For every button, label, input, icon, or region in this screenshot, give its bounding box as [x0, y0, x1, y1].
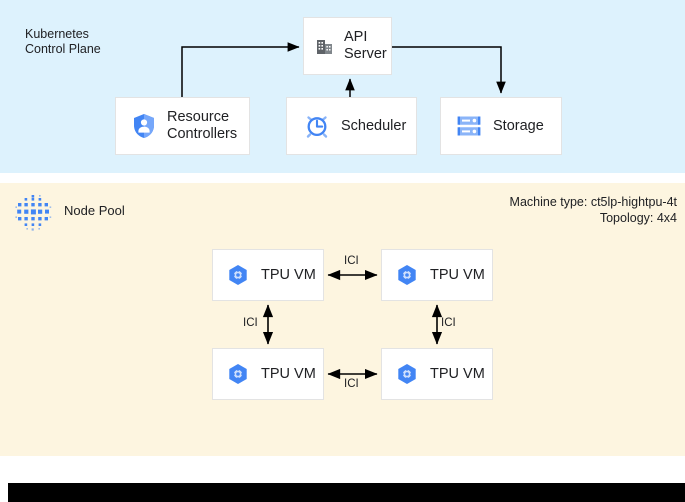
node-api-server[interactable]: API Server	[303, 17, 392, 75]
alarm-clock-icon	[304, 113, 330, 139]
shield-person-icon	[132, 113, 156, 139]
control-plane-label: Kubernetes Control Plane	[25, 27, 101, 56]
node-scheduler-label: Scheduler	[341, 117, 407, 134]
tpu-vm-top-left-label: TPU VM	[261, 267, 316, 283]
tpu-vm-top-right[interactable]: TPU VM	[381, 249, 493, 301]
tpu-vm-bottom-left[interactable]: TPU VM	[212, 348, 324, 400]
tpu-chip-icon	[227, 363, 249, 385]
node-api-server-label: API Server	[344, 29, 387, 62]
tpu-vm-bottom-left-label: TPU VM	[261, 366, 316, 382]
node-resource-controllers-label: Resource Controllers	[167, 109, 238, 142]
tpu-vm-top-left[interactable]: TPU VM	[212, 249, 324, 301]
bottom-bar	[8, 483, 685, 502]
node-storage[interactable]: Storage	[440, 97, 562, 155]
node-scheduler[interactable]: Scheduler	[286, 97, 417, 155]
tpu-chip-icon	[227, 264, 249, 286]
node-cluster-icon	[13, 192, 55, 234]
machine-type-text: Machine type: ct5lp-hightpu-4t	[509, 195, 677, 209]
node-pool-panel	[0, 183, 685, 456]
ici-label-left: ICI	[243, 317, 258, 329]
node-pool-label: Node Pool	[64, 203, 125, 218]
tpu-vm-top-right-label: TPU VM	[430, 267, 485, 283]
tpu-vm-bottom-right-label: TPU VM	[430, 366, 485, 382]
tpu-vm-bottom-right[interactable]: TPU VM	[381, 348, 493, 400]
topology-text: Topology: 4x4	[599, 211, 677, 225]
node-storage-label: Storage	[493, 117, 544, 134]
tpu-chip-icon	[396, 363, 418, 385]
server-stack-icon	[456, 113, 482, 139]
node-resource-controllers[interactable]: Resource Controllers	[115, 97, 250, 155]
ici-label-top: ICI	[344, 255, 359, 267]
machine-metadata: Machine type: ct5lp-hightpu-4t Topology:…	[510, 194, 677, 226]
ici-label-bottom: ICI	[344, 378, 359, 390]
tpu-chip-icon	[396, 264, 418, 286]
ici-label-right: ICI	[441, 317, 456, 329]
building-icon	[315, 36, 335, 56]
